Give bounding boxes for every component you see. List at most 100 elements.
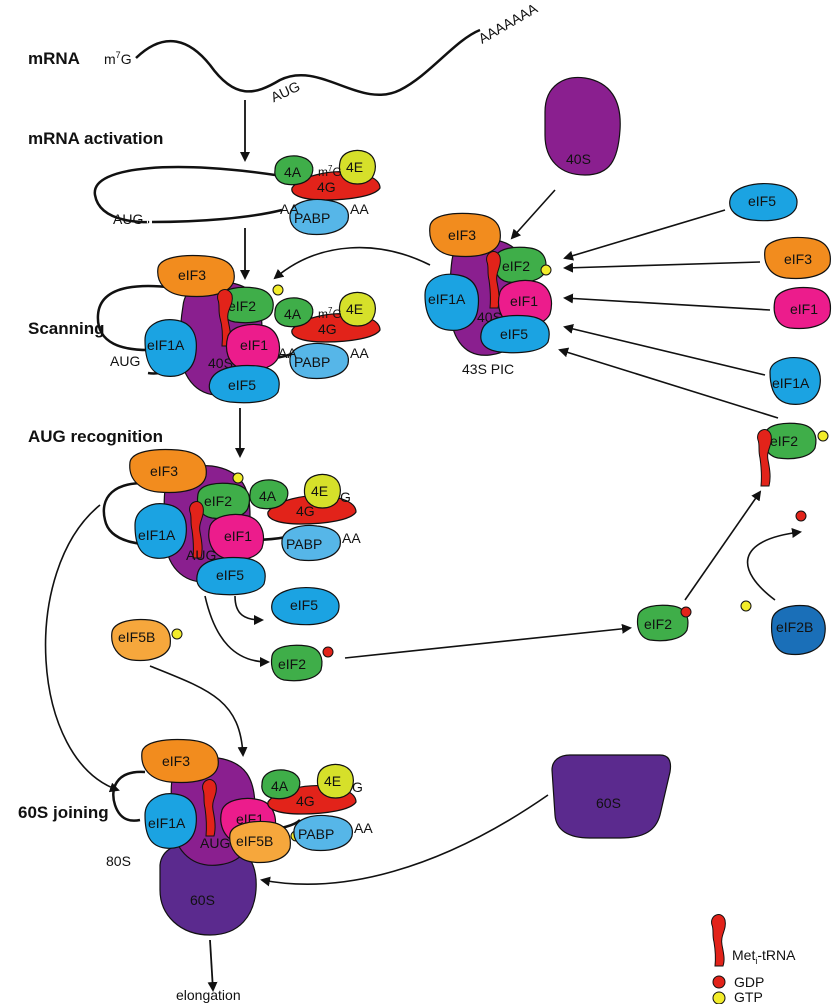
eIF2-gdp-right-blob bbox=[636, 604, 689, 642]
arrow-60S-to-joining bbox=[260, 794, 549, 887]
arrow-eIF2-recycle bbox=[684, 490, 762, 601]
eIF4A-blob bbox=[249, 479, 289, 510]
legend-trna-icon bbox=[711, 914, 726, 967]
svg-text:eIF2B: eIF2B bbox=[776, 619, 813, 635]
svg-text:eIF1: eIF1 bbox=[790, 301, 818, 317]
arrow-gdp-exchange bbox=[746, 528, 802, 601]
legend-gdp-icon bbox=[712, 975, 726, 989]
stage-label-scanning: Scanning bbox=[28, 319, 105, 338]
eIF3-blob bbox=[429, 212, 501, 258]
gtp-icon bbox=[740, 600, 752, 612]
mrna-aug-label: AUG bbox=[268, 78, 302, 105]
eIF4E-blob bbox=[303, 473, 341, 509]
eIF3-free-blob bbox=[764, 236, 831, 280]
joining-complex: 60S eIF3 eIF1A eIF1 AUG eIF5B 4G 4A 4E G… bbox=[141, 738, 373, 936]
trna-icon bbox=[757, 429, 772, 487]
eIF1A-blob bbox=[424, 273, 480, 331]
svg-text:eIF1A: eIF1A bbox=[428, 291, 466, 307]
eIF4F-complex-activation: 4G 4A 4E m7G PABP AA AA bbox=[274, 149, 381, 236]
gdp-icon bbox=[680, 606, 692, 618]
svg-text:4E: 4E bbox=[346, 301, 363, 317]
arrow-eIF3-to-pic bbox=[563, 261, 761, 273]
eIF1A-blob bbox=[144, 793, 197, 849]
PABP-blob bbox=[281, 524, 342, 562]
svg-text:eIF2: eIF2 bbox=[204, 493, 232, 509]
gtp-icon bbox=[232, 472, 244, 484]
svg-text:4E: 4E bbox=[346, 159, 363, 175]
svg-text:AA: AA bbox=[354, 820, 373, 836]
arrow-eIF5-release bbox=[234, 595, 264, 625]
svg-text:eIF1A: eIF1A bbox=[147, 337, 185, 353]
recognition-cap-g: G bbox=[340, 489, 351, 505]
svg-text:AA: AA bbox=[350, 345, 369, 361]
ribosome-80S-label: 80S bbox=[106, 853, 131, 869]
activation-aug-label: AUG bbox=[113, 211, 143, 227]
svg-text:eIF3: eIF3 bbox=[448, 227, 476, 243]
svg-text:4G: 4G bbox=[318, 321, 337, 337]
eIF4A-blob bbox=[274, 155, 314, 186]
svg-text:4E: 4E bbox=[324, 773, 341, 789]
eIF3-blob bbox=[157, 254, 235, 298]
ribosome-60S-free-blob bbox=[551, 754, 672, 839]
svg-text:PABP: PABP bbox=[294, 354, 330, 370]
svg-text:40S: 40S bbox=[208, 355, 233, 371]
pic-label: 43S PIC bbox=[462, 361, 514, 377]
eIF3-blob bbox=[141, 738, 219, 784]
pic-43S-complex: 40S eIF3 eIF1A eIF2 eIF1 eIF5 bbox=[424, 212, 553, 356]
eIF1-blob bbox=[225, 323, 281, 371]
svg-text:PABP: PABP bbox=[294, 210, 330, 226]
svg-text:60S: 60S bbox=[596, 795, 621, 811]
joining-cap-g: G bbox=[352, 779, 363, 795]
joining-aug-label: AUG bbox=[200, 835, 230, 851]
eIF2-ternary-free: eIF2 bbox=[757, 422, 829, 487]
recognition-complex: eIF3 eIF1A eIF2 eIF1 AUG eIF5 4G 4A 4E G… bbox=[129, 448, 361, 596]
arrow-eIF1-to-pic bbox=[563, 293, 771, 311]
legend-gdp-label: GDP bbox=[734, 974, 764, 990]
eIF1A-blob bbox=[144, 319, 197, 377]
legend-gtp-icon bbox=[712, 991, 726, 1004]
eIF4E-blob bbox=[338, 291, 376, 327]
stage-label-mrna: mRNA bbox=[28, 49, 80, 68]
arrow-eIF1A-to-pic bbox=[563, 324, 766, 376]
eIF2-blob bbox=[763, 422, 817, 460]
scanning-complex: 40S eIF3 eIF1A eIF2 eIF1 eIF5 4G 4A 4E m… bbox=[144, 254, 381, 404]
svg-text:eIF5B: eIF5B bbox=[118, 629, 155, 645]
legend: Meti-tRNA GDP GTP bbox=[711, 914, 796, 1004]
svg-text:AA: AA bbox=[280, 201, 299, 217]
mrna-strand bbox=[135, 28, 481, 97]
svg-text:4G: 4G bbox=[296, 793, 315, 809]
eIF2-gdp-released-blob bbox=[270, 644, 323, 682]
arrow-eIF2-to-recycle bbox=[344, 623, 632, 659]
eIF5B-free-blob bbox=[111, 618, 171, 662]
PABP-blob bbox=[289, 342, 350, 380]
activation-cap-label: m7G bbox=[318, 164, 342, 179]
svg-text:eIF1A: eIF1A bbox=[148, 815, 186, 831]
svg-text:AA: AA bbox=[342, 530, 361, 546]
mrna-cap-label: m7G bbox=[104, 50, 132, 67]
eIF4A-blob bbox=[274, 297, 314, 328]
mrna-polya-label: AAAAAAA bbox=[476, 0, 541, 47]
svg-text:eIF1: eIF1 bbox=[240, 337, 268, 353]
stage-label-60s-joining: 60S joining bbox=[18, 803, 109, 822]
eIF4E-blob bbox=[316, 763, 354, 799]
svg-text:PABP: PABP bbox=[298, 826, 334, 842]
PABP-blob bbox=[293, 814, 354, 852]
arrow-eIF5B-to-joining bbox=[149, 665, 248, 757]
svg-text:4A: 4A bbox=[284, 306, 302, 322]
eIF1A-blob bbox=[134, 503, 187, 559]
svg-text:eIF5: eIF5 bbox=[216, 567, 244, 583]
trna-icon bbox=[189, 501, 204, 559]
arrow-pic-to-scanning bbox=[273, 246, 431, 280]
svg-text:40S: 40S bbox=[566, 151, 591, 167]
svg-text:PABP: PABP bbox=[286, 536, 322, 552]
PABP-blob bbox=[289, 198, 350, 236]
svg-text:4A: 4A bbox=[259, 488, 277, 504]
eIF5-blob bbox=[480, 314, 550, 354]
arrow-eIF2-release bbox=[204, 595, 270, 667]
gtp-icon bbox=[540, 264, 552, 276]
svg-text:eIF3: eIF3 bbox=[784, 251, 812, 267]
eIF2-blob bbox=[196, 482, 251, 520]
eIF4E-blob bbox=[338, 149, 376, 185]
svg-text:eIF1A: eIF1A bbox=[772, 375, 810, 391]
